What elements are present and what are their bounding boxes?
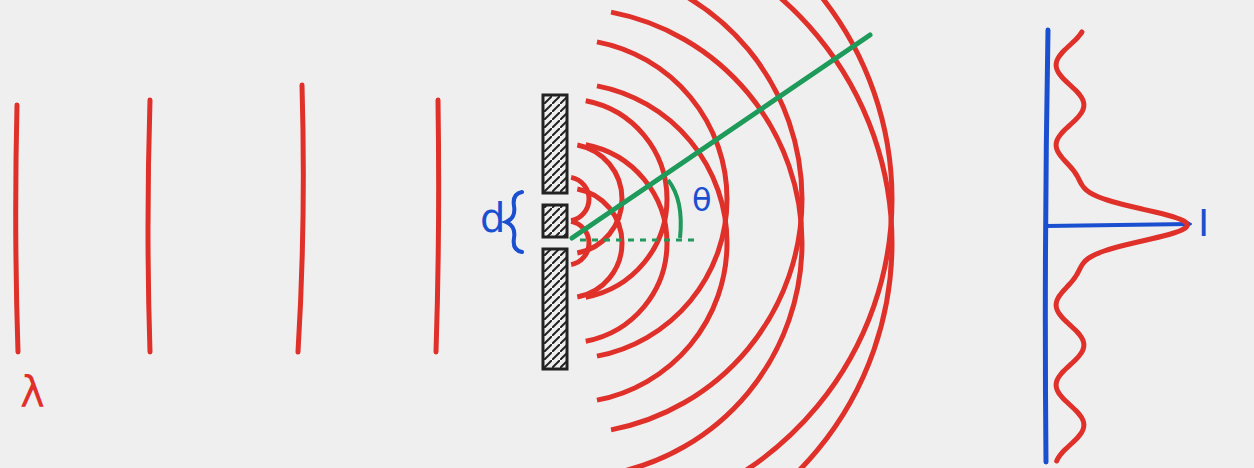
wavefront-arc — [628, 0, 892, 468]
angle-arc — [668, 180, 681, 238]
angle-construction — [572, 35, 870, 240]
wavefront — [436, 100, 439, 352]
wavefront — [298, 85, 303, 352]
barrier-segment — [543, 249, 567, 369]
intensity-curve — [1056, 32, 1187, 461]
slit-barrier — [543, 95, 567, 369]
spacing-brace — [506, 192, 522, 252]
wavefront — [16, 105, 18, 352]
wavefront-arc — [577, 189, 622, 297]
wavefront — [148, 100, 150, 352]
wavefront-arc — [597, 86, 727, 400]
circular-waves — [571, 0, 892, 468]
wavefront-arc — [586, 145, 667, 341]
wavefront-arc — [611, 12, 802, 468]
barrier-segment — [543, 205, 567, 237]
angle-label: θ — [692, 184, 712, 216]
ray-line — [572, 35, 870, 238]
intensity-label: I — [1198, 204, 1209, 242]
intensity-axes — [1045, 30, 1190, 462]
slit-spacing-label: d — [480, 198, 505, 238]
wavefront-arc — [571, 177, 589, 220]
wavelength-label: λ — [20, 372, 45, 414]
wavefront-arc — [611, 0, 802, 430]
barrier-segment — [543, 95, 567, 193]
position-axis — [1045, 30, 1048, 462]
plane-wavefronts — [16, 85, 439, 352]
reference-line — [580, 239, 700, 242]
intensity-axis — [1046, 224, 1190, 226]
